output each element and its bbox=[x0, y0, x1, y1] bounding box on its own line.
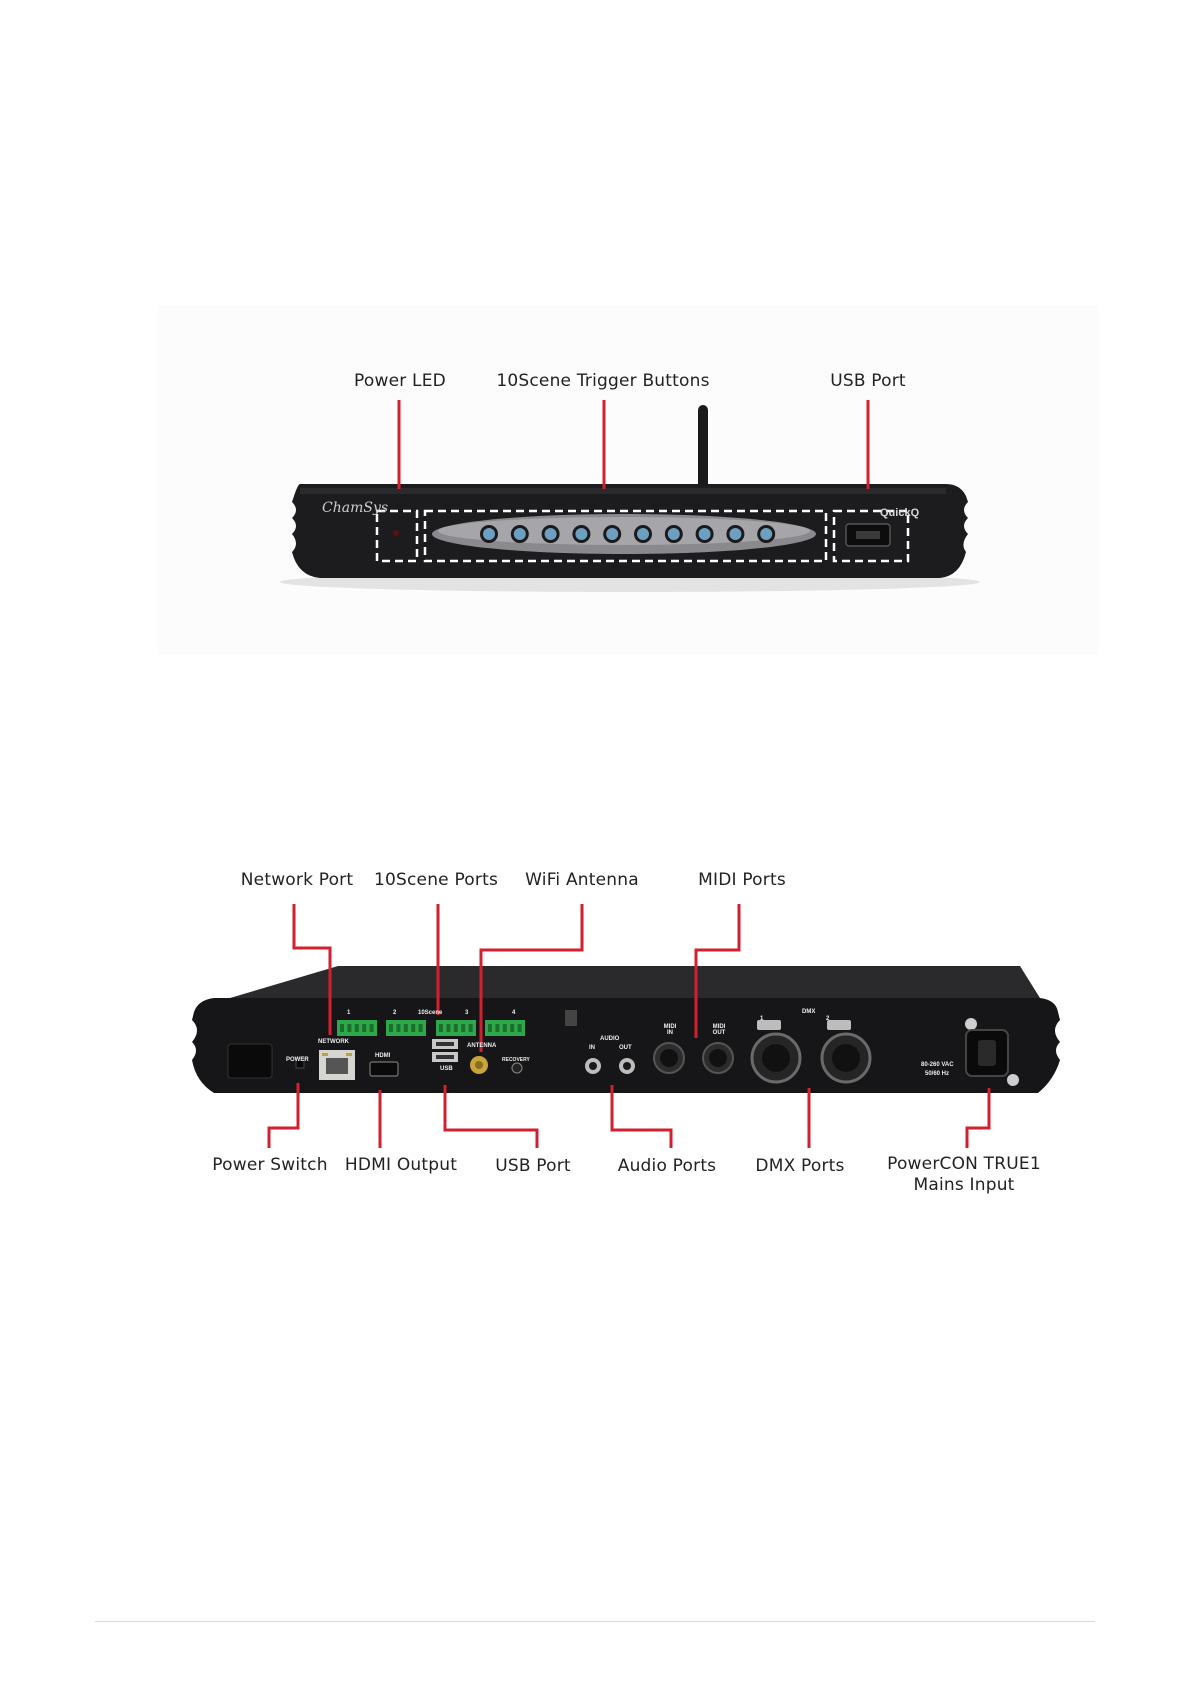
trigger-button-light-8 bbox=[698, 528, 711, 540]
trigger-buttons-highlight bbox=[423, 509, 828, 563]
recovery-button bbox=[511, 1062, 523, 1074]
scene-terminal-pin bbox=[468, 1024, 473, 1032]
panel-text-dmx: DMX bbox=[802, 1009, 816, 1015]
callout-line-audio-ports bbox=[610, 1085, 673, 1148]
footer-divider bbox=[95, 1621, 1095, 1622]
panel-text-audio-in: IN bbox=[589, 1045, 595, 1051]
scene-terminal-pin bbox=[439, 1024, 443, 1032]
scene-terminal-pin bbox=[403, 1024, 408, 1032]
label-power-led: Power LED bbox=[354, 371, 446, 391]
scene-terminal-pin bbox=[340, 1024, 344, 1032]
power-led-highlight bbox=[375, 509, 419, 563]
scene-terminal-pin bbox=[488, 1024, 492, 1032]
label-powercon-line1: PowerCON TRUE1 bbox=[887, 1154, 1041, 1174]
trigger-button-light-2 bbox=[513, 528, 526, 540]
callout-line-network-port bbox=[292, 904, 332, 1035]
scene-terminal-pin bbox=[411, 1024, 416, 1032]
trigger-button-light-9 bbox=[729, 528, 742, 540]
panel-text-dmx-1: 1 bbox=[760, 1016, 764, 1022]
scene-terminal-pin bbox=[495, 1024, 500, 1032]
scene-terminal-pin bbox=[502, 1024, 507, 1032]
hdmi-port bbox=[369, 1061, 399, 1077]
panel-text-antenna: ANTENNA bbox=[467, 1043, 497, 1049]
powercon-screw-bottom bbox=[1007, 1074, 1019, 1086]
callout-line-usb-rear bbox=[443, 1085, 539, 1148]
callout-line-powercon bbox=[965, 1088, 991, 1148]
panel-text-audio: AUDIO bbox=[600, 1036, 620, 1042]
trigger-button-light-6 bbox=[637, 528, 649, 540]
scene-terminal-pin bbox=[418, 1024, 423, 1032]
scene-terminal-pin bbox=[510, 1024, 515, 1032]
panel-text-power: POWER bbox=[286, 1057, 309, 1063]
panel-text-network: NETWORK bbox=[318, 1039, 349, 1045]
scene-terminal-pin bbox=[389, 1024, 393, 1032]
label-dmx-ports: DMX Ports bbox=[755, 1156, 845, 1176]
trigger-button-light-7 bbox=[667, 528, 680, 540]
trigger-button-light-1 bbox=[483, 528, 495, 540]
scene-terminal-pin bbox=[446, 1024, 451, 1032]
label-network-port: Network Port bbox=[240, 870, 354, 890]
label-powercon: PowerCON TRUE1 Mains Input bbox=[887, 1154, 1041, 1196]
scene-terminal-pin bbox=[517, 1024, 522, 1032]
scene-terminal-pin bbox=[362, 1024, 367, 1032]
lock-slot bbox=[565, 1010, 577, 1026]
panel-text-freq: 50/60 Hz bbox=[925, 1071, 950, 1077]
antenna-front bbox=[698, 405, 708, 497]
panel-text-midi-in: MIDI IN bbox=[663, 1024, 677, 1036]
label-scene-ports: 10Scene Ports bbox=[373, 870, 499, 890]
panel-text-scene-4: 4 bbox=[512, 1010, 516, 1016]
label-usb-port-rear: USB Port bbox=[495, 1156, 571, 1176]
label-powercon-line2: Mains Input bbox=[913, 1175, 1015, 1195]
panel-text-scene-2: 2 bbox=[393, 1010, 397, 1016]
scene-terminal-pin bbox=[461, 1024, 466, 1032]
panel-text-dmx-2: 2 bbox=[826, 1016, 830, 1022]
panel-text-scene: 10Scene bbox=[418, 1010, 443, 1016]
label-usb-port-front: USB Port bbox=[830, 371, 906, 391]
trigger-button-light-10 bbox=[760, 528, 773, 540]
panel-text-audio-out: OUT bbox=[619, 1045, 632, 1051]
powercon-screw-top bbox=[965, 1018, 977, 1030]
trigger-button-light-5 bbox=[606, 528, 619, 540]
power-switch bbox=[227, 1043, 273, 1079]
power-button-small bbox=[295, 1057, 305, 1069]
panel-text-voltage: 80-260 VAC bbox=[921, 1062, 954, 1068]
scene-terminal-pin bbox=[354, 1024, 359, 1032]
panel-text-usb: USB bbox=[440, 1066, 453, 1072]
device-rear-top bbox=[230, 966, 1040, 998]
panel-text-hdmi: HDMI bbox=[375, 1053, 391, 1059]
panel-text-recovery: RECOVERY bbox=[502, 1057, 530, 1063]
scene-terminal-pin bbox=[369, 1024, 374, 1032]
label-audio-ports: Audio Ports bbox=[617, 1156, 717, 1176]
panel-text-scene-3: 3 bbox=[465, 1010, 469, 1016]
usb-port-highlight bbox=[832, 509, 910, 563]
scene-terminal-pin bbox=[396, 1024, 401, 1032]
label-hdmi-output: HDMI Output bbox=[344, 1155, 458, 1175]
brand-logo: ChamSys bbox=[322, 500, 389, 516]
power-led bbox=[393, 530, 399, 536]
front-view-figure bbox=[158, 305, 1098, 655]
callout-line-midi-ports bbox=[694, 904, 741, 1038]
callout-line-wifi-antenna bbox=[479, 904, 584, 1052]
model-logo: QuickQ bbox=[880, 507, 920, 519]
label-midi-ports: MIDI Ports bbox=[698, 870, 786, 890]
trigger-button-light-4 bbox=[575, 528, 588, 540]
trigger-button-light-3 bbox=[544, 528, 557, 540]
panel-text-midi-out: MIDI OUT bbox=[712, 1024, 726, 1036]
label-trigger-buttons: 10Scene Trigger Buttons bbox=[496, 371, 710, 391]
callout-line-power-switch bbox=[267, 1083, 300, 1148]
label-power-switch: Power Switch bbox=[212, 1155, 328, 1175]
panel-text-scene-1: 1 bbox=[347, 1010, 351, 1016]
label-wifi-antenna: WiFi Antenna bbox=[525, 870, 639, 890]
scene-terminal-pin bbox=[453, 1024, 458, 1032]
scene-terminal-pin bbox=[347, 1024, 352, 1032]
